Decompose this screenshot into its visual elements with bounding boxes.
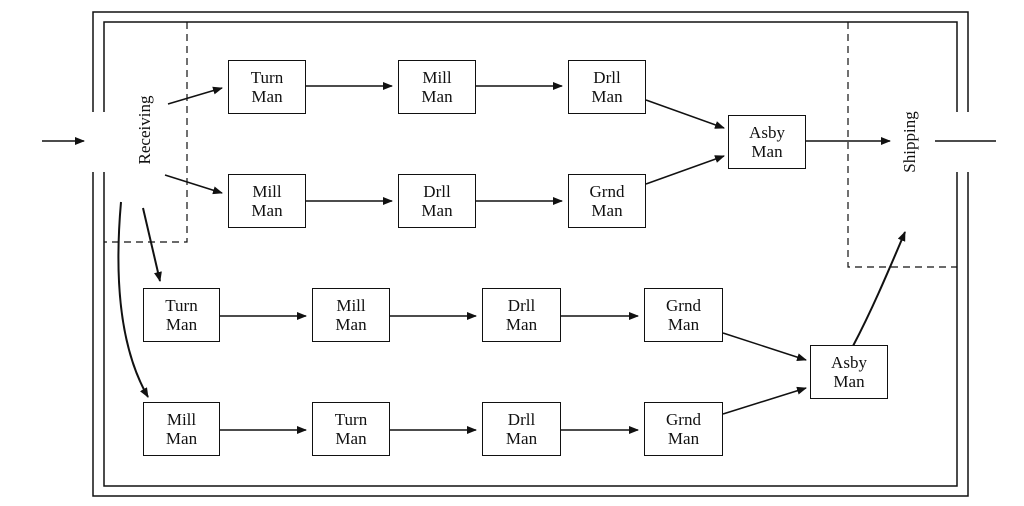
machine-type: Asby: [831, 353, 867, 372]
machine-type: Drll: [507, 410, 536, 429]
machine-type: Asby: [749, 123, 785, 142]
machine-operator: Man: [833, 372, 865, 391]
arrow-recv-c2: [164, 174, 223, 195]
shipping-area-outline: [847, 22, 957, 268]
machine-box: Mill Man: [398, 60, 476, 114]
arrow-recv-c3: [142, 207, 162, 282]
machine-box: Grnd Man: [644, 402, 723, 456]
arrow-c4-asby: [722, 386, 807, 415]
arrow-c1-asby: [645, 99, 725, 129]
machine-type: Mill: [166, 410, 197, 429]
machine-operator: Man: [335, 429, 367, 448]
facility-walls: [92, 11, 969, 497]
machine-box: Turn Man: [312, 402, 390, 456]
machine-box: Drll Man: [568, 60, 646, 114]
machine-box: Turn Man: [228, 60, 306, 114]
machine-box: Drll Man: [482, 402, 561, 456]
machine-box: Drll Man: [398, 174, 476, 228]
machine-operator: Man: [505, 315, 538, 334]
machine-operator: Man: [667, 429, 700, 448]
machine-operator: Man: [335, 315, 367, 334]
shipping-label: Shipping: [900, 111, 919, 173]
arrow-asby2-shipping: [852, 231, 906, 347]
machine-operator: Man: [165, 429, 198, 448]
assembly-box: Asby Man: [728, 115, 806, 169]
machine-operator: Man: [591, 87, 623, 106]
arrow-c3-asby: [722, 332, 807, 362]
machine-type: Turn: [250, 68, 284, 87]
machine-operator: Man: [505, 429, 538, 448]
machine-type: Mill: [336, 296, 366, 315]
machine-box: Grnd Man: [568, 174, 646, 228]
machine-operator: Man: [251, 201, 283, 220]
machine-type: Turn: [165, 296, 198, 315]
machine-type: Drll: [593, 68, 621, 87]
machine-box: Mill Man: [143, 402, 220, 456]
machine-operator: Man: [591, 201, 623, 220]
machine-type: Mill: [422, 68, 452, 87]
machine-type: Grnd: [589, 182, 625, 201]
machine-operator: Man: [751, 142, 783, 161]
machine-type: Grnd: [666, 410, 701, 429]
machine-operator: Man: [421, 87, 453, 106]
area-dashes: [104, 22, 957, 268]
receiving-area-outline: [104, 22, 188, 243]
machine-operator: Man: [165, 315, 198, 334]
machine-box: Mill Man: [312, 288, 390, 342]
machine-box: Turn Man: [143, 288, 220, 342]
machine-type: Grnd: [666, 296, 701, 315]
machine-box: Grnd Man: [644, 288, 723, 342]
machine-type: Drll: [423, 182, 451, 201]
machine-operator: Man: [667, 315, 700, 334]
machine-operator: Man: [251, 87, 283, 106]
arrow-recv-c1: [167, 86, 223, 105]
machine-operator: Man: [421, 201, 453, 220]
assembly-box: Asby Man: [810, 345, 888, 399]
machine-type: Mill: [252, 182, 282, 201]
receiving-label: Receiving: [135, 95, 154, 165]
machine-box: Mill Man: [228, 174, 306, 228]
arrow-recv-c4: [117, 201, 149, 398]
machine-type: Drll: [507, 296, 536, 315]
machine-type: Turn: [334, 410, 368, 429]
machine-box: Drll Man: [482, 288, 561, 342]
arrow-c2-asby: [645, 155, 725, 185]
